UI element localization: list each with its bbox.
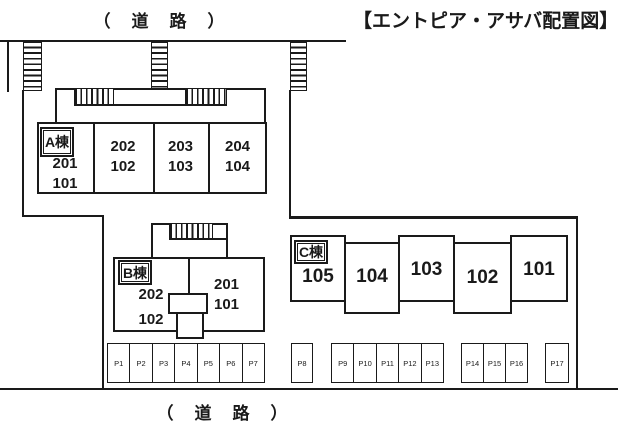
parking-stall: P11 (377, 344, 400, 382)
building-a-divider-1 (93, 124, 95, 192)
parking-stall: P14 (462, 344, 484, 382)
parking-stall: P5 (198, 344, 221, 382)
room-number: 102 (466, 267, 499, 288)
room-number: 204 (224, 138, 251, 155)
entrance-stairs-icon-3 (290, 40, 307, 91)
parking-stall: P3 (153, 344, 176, 382)
room-number: 203 (167, 138, 194, 155)
room-number: 202 (138, 286, 164, 303)
road-label-bottom: （ 道 路 ） (156, 404, 290, 423)
room-number: 104 (356, 266, 388, 287)
parking-stall-label: P17 (550, 358, 564, 368)
parking-stall: P15 (484, 344, 506, 382)
entrance-stairs-icon-2 (151, 40, 168, 91)
parking-stall-label: P13 (425, 358, 439, 368)
building-b-label: B棟 (122, 264, 148, 281)
parking-stall-label: P9 (338, 358, 348, 368)
building-b-stairs-icon (169, 223, 213, 240)
site-boundary-right (576, 217, 578, 390)
site-boundary-mid-vertical (289, 90, 291, 219)
parking-stall-label: P15 (487, 358, 502, 368)
parking-stall-label: P4 (181, 358, 191, 368)
building-c-label-box: C棟 (294, 240, 328, 264)
room-number: 104 (224, 158, 251, 175)
building-a-divider-2 (153, 124, 155, 192)
road-label-top: （ 道 路 ） (93, 12, 227, 31)
parking-stall: P2 (130, 344, 153, 382)
site-boundary-mid-horizontal (289, 216, 578, 219)
room-number: 102 (138, 311, 164, 328)
parking-block-5: P17 (545, 343, 569, 383)
parking-stall: P9 (332, 344, 355, 382)
parking-stall: P16 (506, 344, 527, 382)
parking-stall: P12 (399, 344, 422, 382)
parking-stall-label: P3 (158, 358, 169, 368)
parking-stall-label: P11 (381, 358, 394, 368)
parking-block-1: P1 P2 P3 P4 P5 P6 P7 (107, 343, 265, 383)
building-a (37, 122, 267, 194)
building-a-corridor-line (74, 104, 227, 106)
parking-stall-label: P5 (203, 358, 213, 368)
parking-block-4: P14 P15 P16 (461, 343, 528, 383)
building-c-label: C棟 (298, 244, 324, 260)
site-boundary-jog (22, 215, 104, 217)
plan-title: 【エントピア・アサバ配置図】 (353, 11, 619, 32)
parking-block-3: P9 P10 P11 P12 P13 (331, 343, 444, 383)
building-b-label-box: B棟 (118, 260, 152, 285)
parking-stall-label: P6 (226, 358, 236, 368)
site-boundary-left-lower (102, 215, 104, 390)
room-number: 103 (410, 259, 443, 280)
parking-stall: P10 (354, 344, 377, 382)
parking-stall: P7 (243, 344, 264, 382)
site-boundary-left (22, 90, 24, 217)
road-line-top (0, 40, 346, 42)
building-a-divider-3 (208, 124, 210, 192)
building-c-unit-101 (510, 235, 568, 302)
room-number: 201 (52, 155, 78, 172)
site-boundary-left-upper (7, 40, 9, 92)
parking-stall-label: P10 (358, 358, 372, 368)
road-line-bottom (0, 388, 618, 390)
parking-stall-label: P7 (248, 358, 258, 368)
room-number: 101 (52, 175, 78, 192)
building-b-divider (188, 259, 190, 297)
parking-stall: P13 (422, 344, 443, 382)
parking-stall-label: P1 (114, 358, 124, 368)
building-b-entrance-lower (176, 312, 204, 339)
parking-stall: P17 (546, 344, 568, 382)
parking-stall-label: P8 (297, 358, 307, 368)
parking-block-2: P8 (291, 343, 313, 383)
room-number: 101 (523, 259, 555, 280)
room-number: 201 (213, 276, 240, 293)
parking-stall: P8 (292, 344, 312, 382)
building-a-label: A棟 (44, 134, 70, 150)
room-number: 102 (110, 158, 136, 175)
parking-stall: P1 (108, 344, 131, 382)
room-number: 105 (302, 266, 334, 287)
room-number: 101 (213, 296, 240, 313)
parking-stall-label: P2 (136, 358, 146, 368)
entrance-stairs-icon-1 (23, 40, 42, 91)
parking-stall-label: P12 (403, 358, 417, 368)
building-a-label-box: A棟 (40, 127, 74, 157)
room-number: 202 (110, 138, 136, 155)
parking-stall: P4 (175, 344, 198, 382)
building-b-corridor-line (169, 238, 228, 240)
room-number: 103 (167, 158, 194, 175)
parking-stall-label: P16 (509, 358, 524, 368)
parking-stall-label: P14 (465, 358, 480, 368)
building-a-stairs-icon-right (185, 88, 227, 106)
parking-stall: P6 (220, 344, 243, 382)
